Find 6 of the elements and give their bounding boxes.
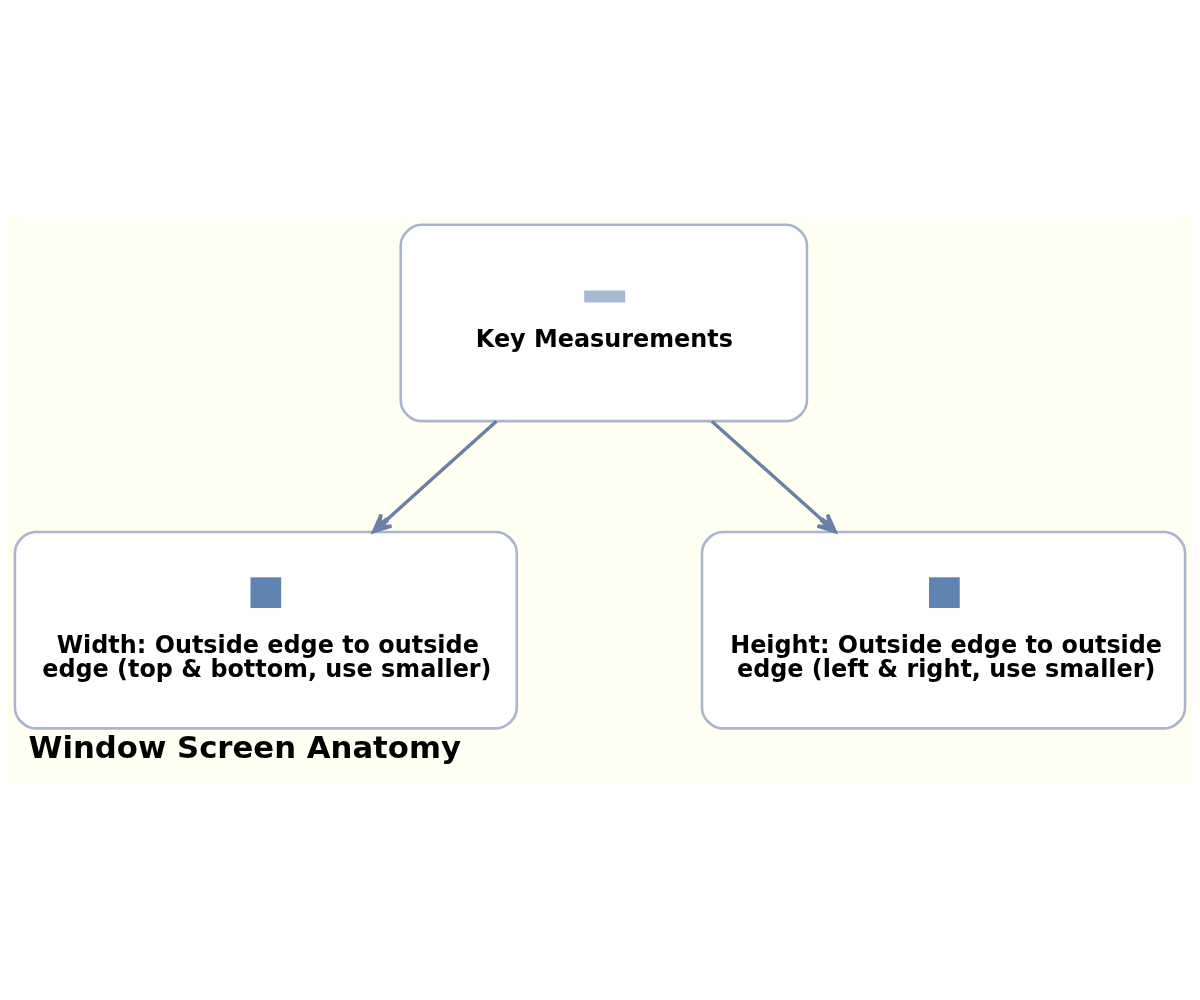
caption: Window Screen Anatomy xyxy=(28,728,461,765)
arrow xyxy=(710,419,837,533)
node-box: Width: Outside edge to outside edge (top & bottom, use smaller) xyxy=(13,530,519,730)
node-box: Key Measurements xyxy=(399,223,809,422)
node-box: Height: Outside edge to outside edge (left & right, use smaller) xyxy=(700,530,1187,730)
arrow xyxy=(371,419,498,533)
